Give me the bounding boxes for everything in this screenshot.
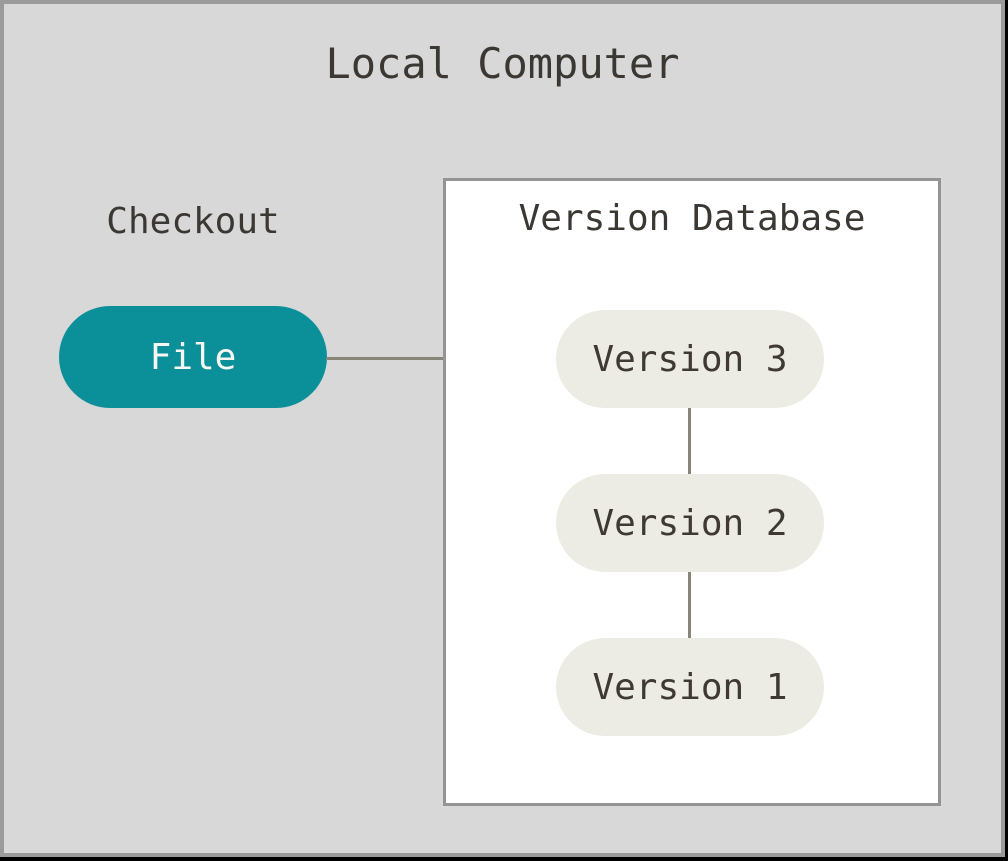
- version-node-2: Version 2: [556, 474, 824, 572]
- file-node: File: [59, 306, 327, 408]
- diagram-title: Local Computer: [325, 39, 680, 88]
- connector-v2-to-v1: [688, 572, 691, 638]
- version-database-title: Version Database: [518, 198, 866, 239]
- version-node-1: Version 1: [556, 638, 824, 736]
- checkout-label: Checkout: [106, 201, 280, 242]
- connector-v3-to-v2: [688, 408, 691, 474]
- connector-file-to-version3: [326, 357, 557, 360]
- version-node-3: Version 3: [556, 310, 824, 408]
